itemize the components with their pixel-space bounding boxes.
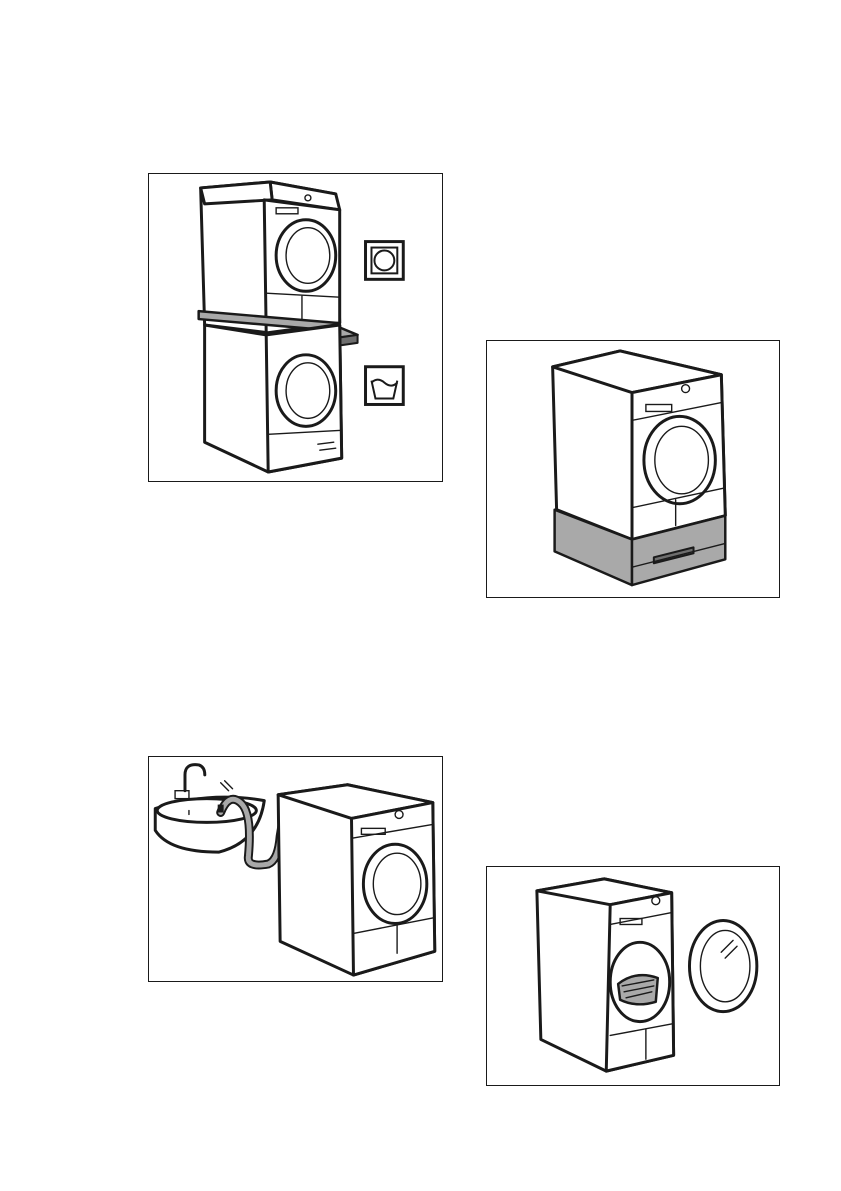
- dryer-machine: [278, 785, 435, 975]
- stacking-kit-illustration: [148, 173, 443, 482]
- open-door: [689, 921, 756, 1012]
- dryer-open: [537, 879, 674, 1071]
- lower-washer: [205, 325, 342, 472]
- drain-hose-illustration: [148, 756, 443, 982]
- washing-symbol-icon: [366, 367, 404, 405]
- pedestal-illustration: [486, 340, 780, 598]
- dryer-on-pedestal: [553, 351, 726, 540]
- open-door-illustration: [486, 866, 780, 1086]
- upper-dryer: [201, 182, 340, 333]
- tumble-dryer-symbol-icon: [366, 242, 404, 280]
